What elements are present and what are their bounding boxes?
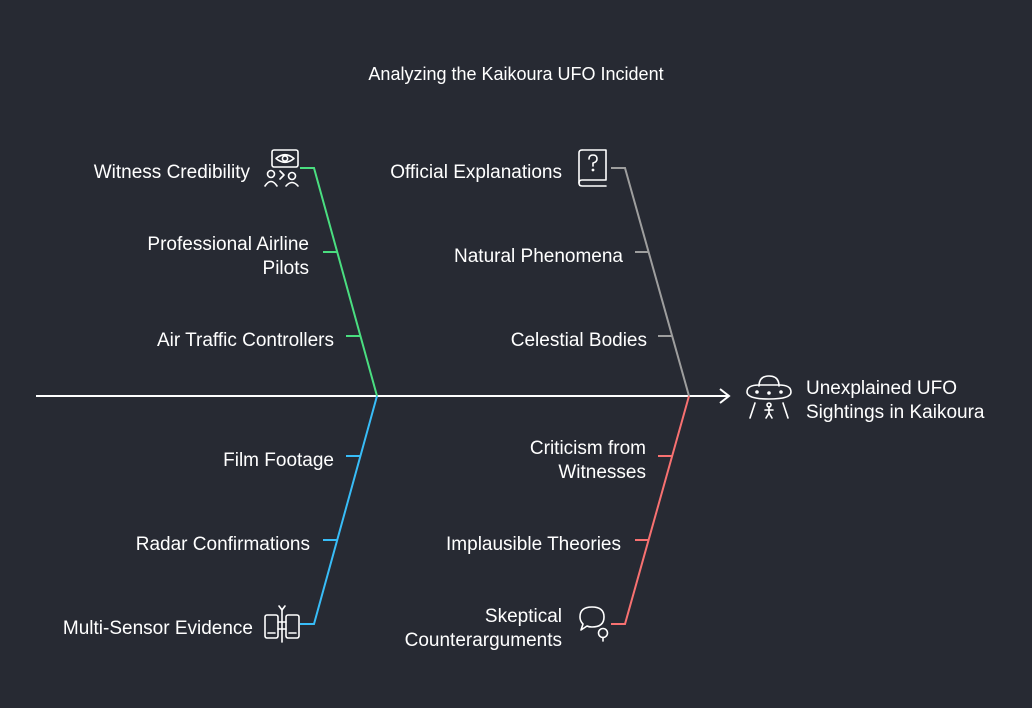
question-book-icon	[578, 149, 607, 187]
cause-label: Implausible Theories	[446, 534, 621, 555]
bone-multi-sensor-evidence	[300, 395, 378, 625]
cause-label: Radar Confirmations	[135, 534, 310, 555]
cause-label: Celestial Bodies	[510, 330, 647, 351]
category-label-multi-sensor-evidence: Multi-Sensor Evidence	[62, 618, 253, 639]
bone-skeptical-counterarguments	[611, 395, 690, 625]
cause-label: Criticism from Witnesses	[529, 438, 646, 483]
cause-label: Natural Phenomena	[454, 246, 623, 267]
spine-arrowhead	[719, 388, 731, 404]
effect-label: Unexplained UFO Sightings in Kaikoura	[806, 378, 985, 423]
category-label-witness-credibility: Witness Credibility	[93, 162, 250, 183]
witness-icon	[264, 149, 299, 187]
bone-official-explanations	[611, 167, 690, 397]
cause-label: Air Traffic Controllers	[156, 330, 334, 351]
skeptic-chat-icon	[579, 606, 609, 642]
cause-label: Professional Airline Pilots	[147, 234, 309, 279]
diagram-title: Analyzing the Kaikoura UFO Incident	[368, 64, 664, 84]
bone-witness-credibility	[300, 167, 378, 397]
ufo-icon	[746, 375, 792, 419]
cause-label: Film Footage	[223, 450, 334, 471]
sensor-devices-icon	[264, 605, 300, 643]
category-label-official-explanations: Official Explanations	[390, 162, 562, 183]
category-label-skeptical-counterarguments: Skeptical Counterarguments	[404, 606, 562, 651]
